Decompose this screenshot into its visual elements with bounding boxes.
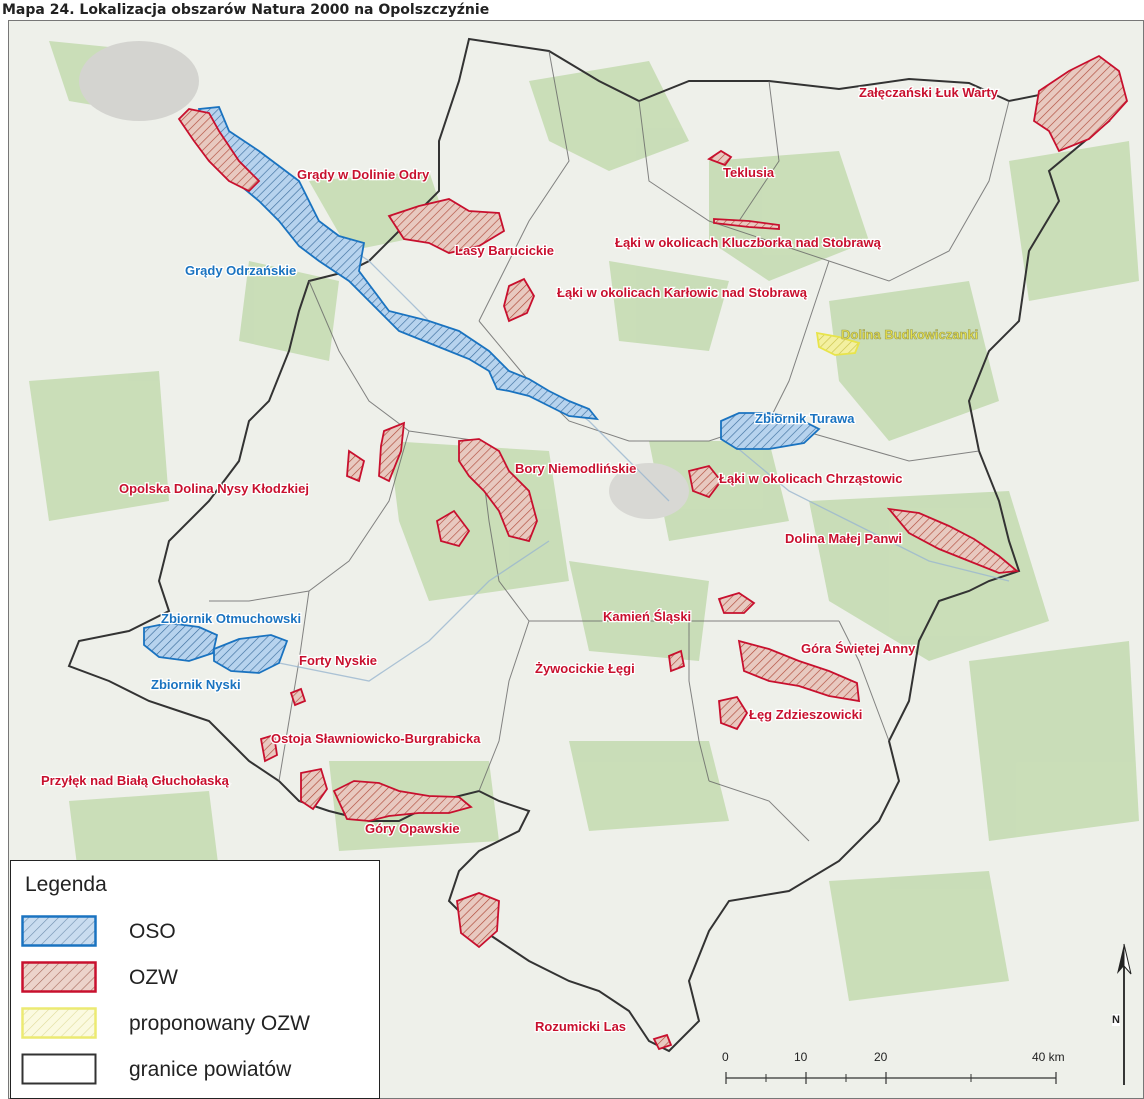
scale-bar: 0 10 20 40 km: [712, 1050, 1092, 1095]
legend-title: Legenda: [25, 873, 107, 896]
label-przylek: Przyłęk nad Białą Głuchołaską: [41, 773, 230, 788]
label-laki-chrzastowice: Łąki w okolicach Chrząstowic: [719, 471, 903, 486]
ozw-leg-zdzieszowicki: [718, 695, 749, 731]
label-laki-karlowice: Łąki w okolicach Karłowic nad Stobrawą: [557, 285, 808, 300]
oso-zbiornik-otmuchowski: [143, 622, 219, 662]
label-teklusia: Teklusia: [723, 165, 775, 180]
labels-ozw: Załęczański Łuk Warty Grądy w Dolinie Od…: [40, 84, 1000, 1036]
label-zbiornik-nyski: Zbiornik Nyski: [151, 677, 241, 692]
labels-oso: Grądy Odrzańskie Zbiornik Turawa Zbiorni…: [150, 262, 857, 694]
legend-swatch-boundary: [21, 1053, 97, 1085]
label-lasy-barucickie: Lasy Barucickie: [455, 243, 554, 258]
label-bory-niemodlinskie: Bory Niemodlińskie: [515, 461, 636, 476]
legend: Legenda OSO OZW: [10, 860, 380, 1099]
legend-label-proposed: proponowany OZW: [129, 1012, 310, 1035]
label-laki-kluczbork: Łąki w okolicach Kluczborka nad Stobrawą: [615, 235, 882, 250]
ozw-grady-w-dolinie-odry: [177, 108, 261, 193]
proposed-dolina-budkowiczanki: [815, 331, 861, 356]
label-ostoja: Ostoja Sławniowicko-Burgrabicka: [271, 731, 481, 746]
ozw-laki-chrzastowice: [687, 464, 723, 499]
scale-tick-0: 0: [722, 1050, 729, 1064]
legend-swatch-proposed: [21, 1007, 97, 1039]
oso-areas: [143, 106, 821, 674]
ozw-rozumicki-las: [652, 1033, 673, 1051]
label-zaleczanski: Załęczański Łuk Warty: [859, 85, 999, 100]
legend-swatch-oso: [21, 915, 97, 947]
label-zbiornik-otmuchowski: Zbiornik Otmuchowski: [161, 611, 301, 626]
label-dolina-budkowiczanki: Dolina Budkowiczanki: [841, 327, 978, 342]
label-rozumicki-las: Rozumicki Las: [535, 1019, 626, 1034]
ozw-dolina-malej-panwi: [886, 507, 1020, 574]
label-gory-opawskie: Góry Opawskie: [365, 821, 460, 836]
north-arrow: N: [1112, 940, 1136, 1090]
legend-label-boundary: granice powiatów: [129, 1058, 292, 1081]
ozw-laki-karlowice: [503, 277, 536, 323]
ozw-zaleczanski-luk-warty: [1033, 54, 1128, 153]
label-grady-dolina-odry: Grądy w Dolinie Odry: [297, 167, 430, 182]
scale-tick-20: 20: [874, 1050, 888, 1064]
label-grady-odrzanskie: Grądy Odrzańskie: [185, 263, 296, 278]
label-forty-nyskie: Forty Nyskie: [299, 653, 377, 668]
legend-swatch-ozw: [21, 961, 97, 993]
label-kamien-slaski: Kamień Śląski: [603, 609, 691, 624]
ozw-opolska-dolina-nysy: [346, 421, 406, 483]
ozw-forty-nyskie: [289, 687, 307, 707]
label-zywocickie-legi: Żywocickie Łęgi: [535, 661, 635, 676]
city-area: [609, 463, 689, 519]
label-dolina-malej-panwi: Dolina Małej Panwi: [785, 531, 902, 546]
legend-item-boundary: granice powiatów: [21, 1053, 371, 1093]
ozw-laki-kluczbork: [713, 218, 780, 230]
scale-bar-line: [725, 1072, 1057, 1084]
legend-item-oso: OSO: [21, 915, 371, 955]
label-leg-zdzieszowicki: Łęg Zdzieszowicki: [749, 707, 862, 722]
oso-zbiornik-nyski: [213, 634, 289, 674]
ozw-lasy-barucickie: [387, 198, 506, 254]
legend-label-ozw: OZW: [129, 966, 178, 989]
ozw-gory-opawskie: [332, 780, 473, 822]
oso-grady-odrzanskie: [197, 106, 600, 421]
legend-label-oso: OSO: [129, 920, 176, 943]
map-title: Mapa 24. Lokalizacja obszarów Natura 200…: [2, 2, 490, 18]
label-gora-swietej-anny: Góra Świętej Anny: [801, 641, 916, 656]
north-label: N: [1112, 1014, 1120, 1026]
voivodeship-boundary: [67, 37, 1111, 1053]
ozw-przylek-nad-biala: [300, 767, 328, 811]
ozw-bory-niemodlinskie: [435, 438, 538, 548]
ozw-zywocickie-legi: [668, 649, 686, 673]
scale-tick-40: 40 km: [1032, 1050, 1065, 1064]
ozw-teklusia: [707, 149, 733, 167]
ozw-gora-swietej-anny: [737, 639, 861, 703]
label-opolska-dolina: Opolska Dolina Nysy Kłodzkiej: [119, 481, 309, 496]
ozw-southern-area: [456, 892, 500, 949]
legend-item-ozw: OZW: [21, 961, 371, 1001]
ozw-areas: [177, 54, 1128, 1051]
legend-item-proposed: proponowany OZW: [21, 1007, 371, 1047]
ozw-ostoja-slawniowicko: [259, 733, 278, 763]
ozw-kamien-slaski: [717, 592, 756, 614]
scale-tick-10: 10: [794, 1050, 808, 1064]
city-area: [79, 41, 199, 121]
oso-zbiornik-turawa: [720, 412, 821, 450]
label-zbiornik-turawa: Zbiornik Turawa: [755, 411, 855, 426]
north-arrow-icon: [1117, 943, 1132, 1085]
